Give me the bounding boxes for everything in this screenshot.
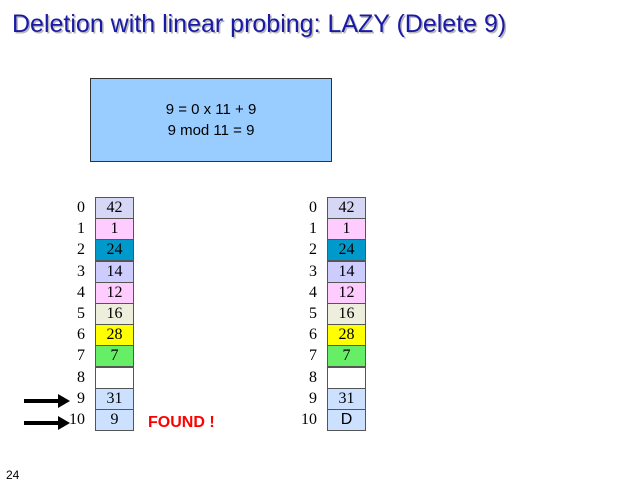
slot-index: 0 (77, 199, 85, 216)
slot-index: 9 (77, 389, 85, 407)
slot-cell: 7 (95, 345, 134, 368)
slot-index: 7 (309, 347, 317, 365)
slot-cell: 42 (327, 197, 366, 219)
slot-index: 0 (309, 199, 317, 216)
slot-index: 3 (77, 262, 85, 280)
slot-cell: 28 (327, 324, 366, 347)
slot-cell: 1 (95, 218, 134, 241)
slot-index: 8 (77, 368, 85, 386)
slot-cell: 12 (327, 281, 366, 304)
slide-title: Deletion with linear probing: LAZY (Dele… (12, 10, 507, 38)
slot-cell: 16 (327, 303, 366, 325)
slot-cell: D (327, 409, 366, 431)
slot-cell: 7 (327, 345, 366, 368)
slot-index: 1 (309, 220, 317, 238)
slot-cell: 12 (95, 281, 134, 304)
slot-index: 4 (309, 283, 317, 301)
slot-index: 9 (309, 389, 317, 407)
slot-cell: 42 (95, 197, 134, 219)
slot-cell: 16 (95, 303, 134, 325)
slot-cell (95, 366, 134, 389)
slot-index: 6 (309, 326, 317, 344)
slot-cell: 9 (95, 409, 134, 431)
slot-index: 8 (309, 368, 317, 386)
formula-line-1: 9 = 0 x 11 + 9 (165, 101, 257, 118)
slot-cell: 28 (95, 324, 134, 347)
slot-cell (327, 366, 366, 389)
slot-index: 2 (77, 241, 85, 259)
arrow-icon-slot-9 (24, 394, 70, 408)
slot-index: 1 (77, 220, 85, 238)
slot-cell: 24 (327, 239, 366, 262)
slot-cell: 14 (95, 260, 134, 283)
slot-index: 10 (69, 411, 85, 428)
slot-index: 7 (77, 347, 85, 365)
formula-box: 9 = 0 x 11 + 9 9 mod 11 = 9 (90, 78, 332, 162)
slot-index: 10 (301, 411, 317, 428)
slot-index: 2 (309, 241, 317, 259)
slot-cell: 24 (95, 239, 134, 262)
slot-index: 5 (309, 305, 317, 322)
slot-cell: 1 (327, 218, 366, 241)
arrow-icon-slot-10 (24, 416, 70, 430)
formula-line-2: 9 mod 11 = 9 (167, 122, 255, 139)
found-label: FOUND ! (148, 414, 215, 431)
slot-index: 3 (309, 262, 317, 280)
slot-cell: 31 (327, 387, 366, 410)
slot-index: 6 (77, 326, 85, 344)
slot-cell: 14 (327, 260, 366, 283)
slot-cell: 31 (95, 387, 134, 410)
slide-number: 24 (6, 468, 20, 482)
slot-index: 5 (77, 305, 85, 322)
slot-index: 4 (77, 283, 85, 301)
